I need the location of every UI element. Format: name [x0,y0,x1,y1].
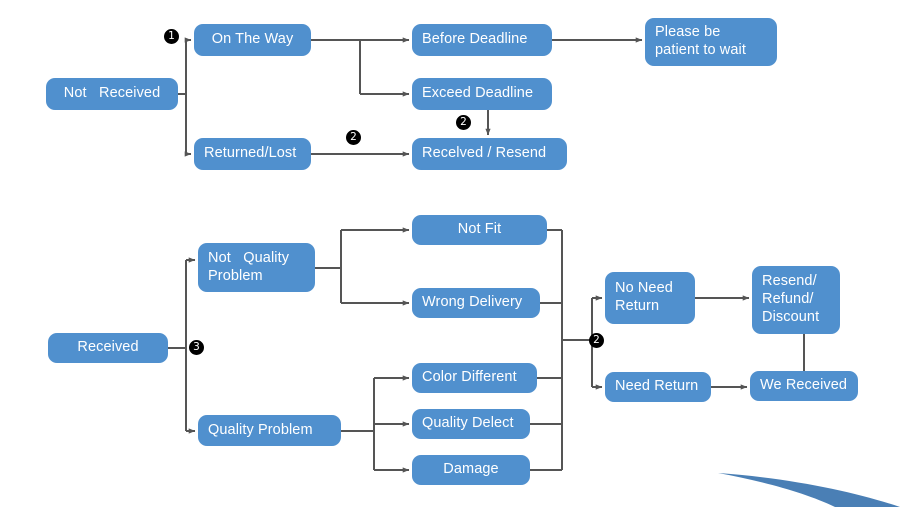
node-we-received[interactable]: We Received [750,371,858,401]
badge-2-returned-lost: 2 [346,130,361,145]
node-no-need-return[interactable]: No Need Return [605,272,695,324]
node-quality-problem[interactable]: Quality Problem [198,415,341,446]
badge-1-on-the-way: 1 [164,29,179,44]
decorative-swoosh [718,473,900,507]
node-before-deadline[interactable]: Before Deadline [412,24,552,56]
node-not-quality-problem[interactable]: Not Quality Problem [198,243,315,292]
node-wrong-delivery[interactable]: Wrong Delivery [412,288,540,318]
node-not-received[interactable]: Not Received [46,78,178,110]
node-damage[interactable]: Damage [412,455,530,485]
badge-3-received: 3 [189,340,204,355]
badge-2-return-decision: 2 [589,333,604,348]
node-exceed-deadline[interactable]: Exceed Deadline [412,78,552,110]
badge-2-exceed-deadline: 2 [456,115,471,130]
node-on-the-way[interactable]: On The Way [194,24,311,56]
node-received-resend[interactable]: Recelved / Resend [412,138,567,170]
node-received[interactable]: Received [48,333,168,363]
node-not-fit[interactable]: Not Fit [412,215,547,245]
node-quality-delect[interactable]: Quality Delect [412,409,530,439]
node-please-be-patient[interactable]: Please be patient to wait [645,18,777,66]
node-color-different[interactable]: Color Different [412,363,537,393]
node-need-return[interactable]: Need Return [605,372,711,402]
node-returned-lost[interactable]: Returned/Lost [194,138,311,170]
node-resend-refund-discount[interactable]: Resend/ Refund/ Discount [752,266,840,334]
